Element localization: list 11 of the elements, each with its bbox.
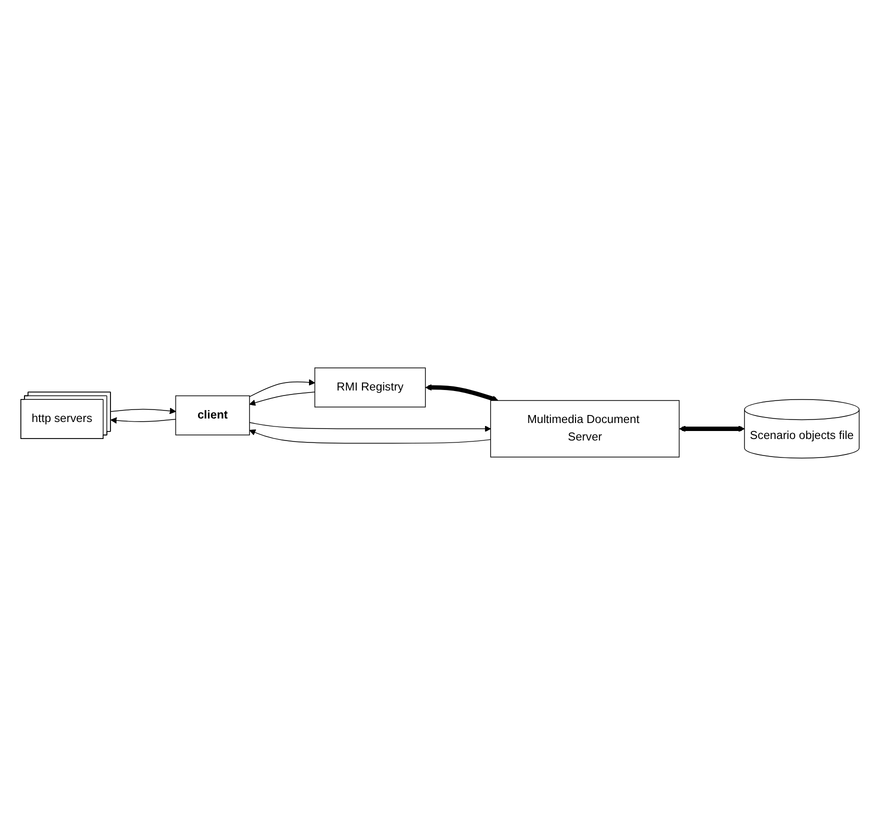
node-box: Multimedia Document Server: [490, 400, 680, 457]
node-box: RMI Registry: [314, 367, 426, 407]
arrow: [248, 428, 490, 444]
node-box: client: [174, 394, 250, 435]
arrow: [110, 407, 176, 414]
arrow: [248, 391, 315, 406]
arrow: [248, 422, 490, 432]
arrow: [424, 384, 498, 402]
arrow: [110, 416, 176, 424]
arrow: [678, 425, 744, 432]
arrow: [248, 378, 315, 397]
